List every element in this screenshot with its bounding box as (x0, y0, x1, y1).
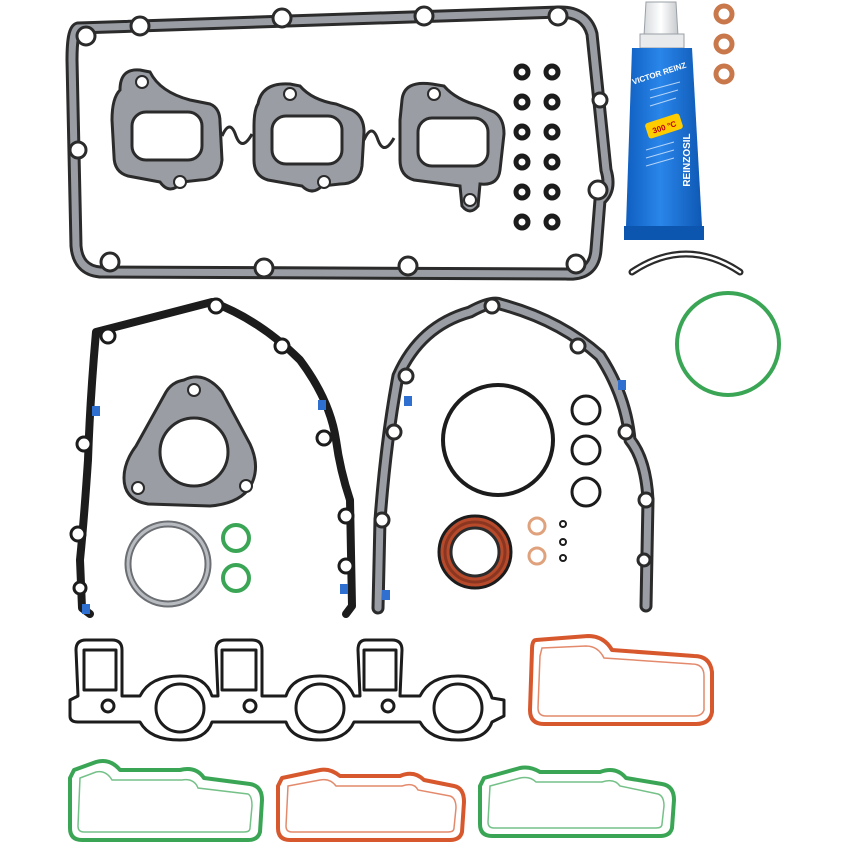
sealant-tube: VICTOR REINZ 300 °C REINZOSIL (624, 1, 704, 240)
small-copper-washers (527, 516, 547, 566)
crankshaft-oil-seal (437, 514, 513, 590)
green-gasket-left (68, 759, 264, 842)
orange-plenum-gasket-right (528, 634, 714, 726)
timing-cover-gasket-right (371, 296, 655, 615)
small-green-o-ring-1 (221, 523, 251, 553)
large-green-o-ring (675, 291, 781, 397)
orange-gasket-middle (276, 767, 466, 842)
copper-washers (713, 3, 735, 85)
large-black-o-ring (441, 383, 555, 497)
tiny-o-rings (559, 520, 567, 562)
intake-manifold-gasket (68, 638, 506, 742)
valve-stem-seals (513, 63, 561, 231)
tube-product-name: REINZOSIL (682, 133, 693, 186)
valve-cover-gasket (65, 5, 615, 281)
small-black-o-rings (570, 394, 602, 508)
triangular-flange-gasket (122, 375, 257, 508)
exhaust-port-gasket-1 (110, 68, 224, 191)
exhaust-port-gasket-3 (398, 81, 506, 213)
small-green-o-ring-2 (221, 563, 251, 593)
exhaust-port-gasket-2 (252, 82, 366, 193)
green-gasket-right (478, 765, 676, 838)
timing-cover-gasket-left (69, 297, 356, 618)
exhaust-manifold-gaskets (110, 68, 506, 213)
